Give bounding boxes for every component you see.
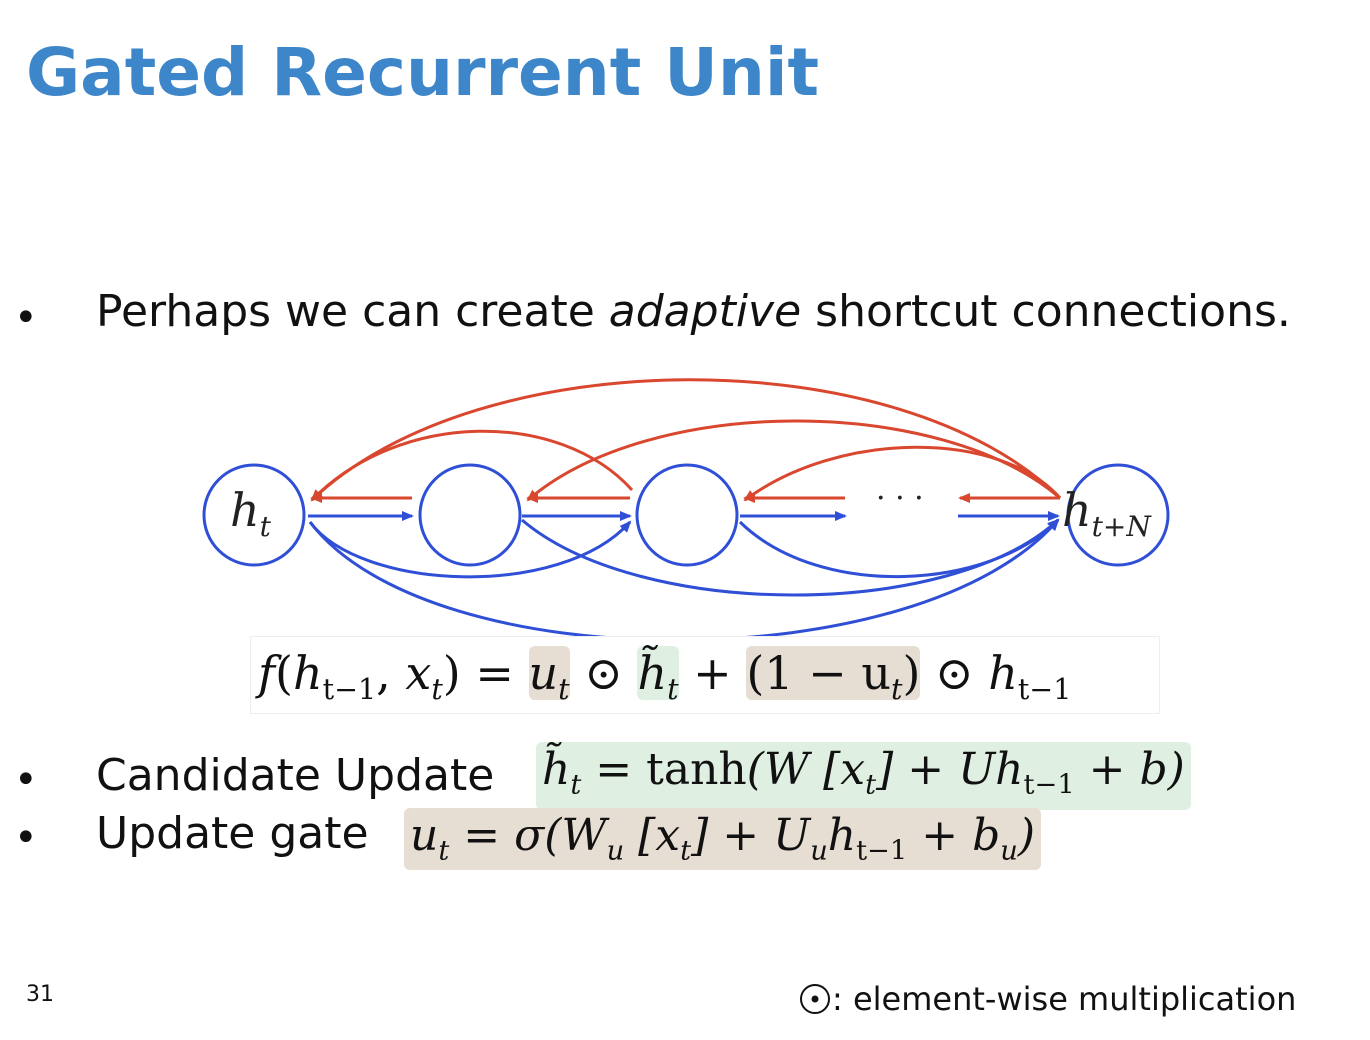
footnote: : element-wise multiplication: [800, 980, 1296, 1018]
highlight-candidate: h̃t: [637, 646, 679, 706]
bullet-marker: •: [14, 757, 38, 803]
gate-equation: ut = σ(Wu [xt] + Uuht−1 + bu): [404, 808, 1041, 870]
nodes: [202, 463, 1170, 567]
bullet-marker: •: [14, 815, 38, 861]
shortcut-arc: [743, 445, 1062, 502]
main-equation-box: [250, 636, 1160, 714]
shortcut-arcs: [310, 378, 1062, 503]
bullet-marker: •: [14, 295, 38, 341]
forward-arc: [308, 520, 632, 579]
node-3: [635, 463, 739, 567]
bullet-text-emph: adaptive: [608, 286, 802, 337]
shortcut-arc: [526, 419, 1061, 502]
page-number: 31: [26, 982, 54, 1007]
node-htn: [1066, 463, 1170, 567]
forward-arc: [521, 518, 1060, 597]
shortcut-arc: [310, 378, 1062, 502]
forward-arc: [738, 518, 1060, 578]
bullet-text-after: shortcut connections.: [801, 286, 1291, 337]
shortcut-arc: [310, 429, 634, 502]
highlight-one-minus-gate: (1 − ut): [746, 646, 921, 706]
node-ht: [202, 463, 306, 567]
footnote-text: : element-wise multiplication: [832, 980, 1297, 1018]
main-equation: f(ht−1, xt) = ut ⊙ h̃t + (1 − ut) ⊙ ht−1: [258, 646, 1072, 706]
bullet-text-adaptive: Perhaps we can create adaptive shortcut …: [96, 290, 1291, 334]
node-2: [418, 463, 522, 567]
node-ht-label: ht: [230, 483, 272, 543]
bullet-text-before: Perhaps we can create: [96, 286, 609, 337]
slide-title: Gated Recurrent Unit: [26, 34, 820, 111]
highlight-update-gate: ut: [528, 646, 570, 706]
candidate-equation: h̃t = tanh(W [xt] + Uht−1 + b): [536, 742, 1191, 810]
node-htn-label: ht+N: [1062, 483, 1152, 543]
bullet-candidate-label: Candidate Update: [96, 750, 495, 801]
odot-icon: [800, 984, 830, 1014]
ellipsis: · · ·: [876, 481, 924, 516]
bullet-gate-label: Update gate: [96, 808, 369, 859]
